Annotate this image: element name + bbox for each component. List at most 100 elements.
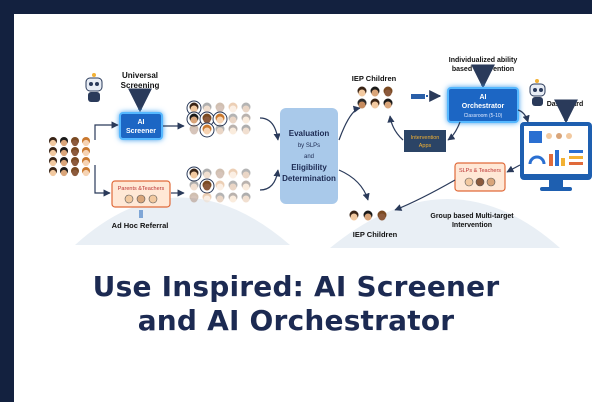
child-face-icon bbox=[383, 98, 393, 109]
child-face-icon bbox=[228, 124, 238, 135]
child-face-icon bbox=[186, 100, 202, 116]
child-face-icon bbox=[202, 168, 212, 179]
arrow-top-to-eval bbox=[259, 117, 281, 141]
child-face-icon bbox=[60, 157, 68, 167]
ai-screener-label-2: Screener bbox=[126, 128, 156, 135]
child-face-icon bbox=[370, 86, 380, 97]
child-face-icon bbox=[71, 157, 79, 167]
eligibility-label: Eligibility bbox=[291, 163, 327, 172]
arrow-apps-to-iep bbox=[387, 115, 404, 141]
intervention-apps-label-1: Intervention bbox=[411, 135, 440, 141]
child-face-icon bbox=[49, 147, 57, 157]
arrow-eval-to-iep-bottom bbox=[338, 169, 370, 201]
workflow-diagram: Universal Screening AI Screener Parents … bbox=[49, 57, 592, 248]
child-face-icon bbox=[82, 167, 90, 177]
child-face-icon bbox=[215, 102, 225, 113]
child-face-icon bbox=[377, 210, 387, 221]
child-face-icon bbox=[82, 137, 90, 147]
child-face-icon bbox=[228, 180, 238, 191]
child-face-icon bbox=[49, 167, 57, 177]
individualized-label-1: Individualized ability bbox=[449, 57, 518, 64]
screened-children-top bbox=[186, 100, 251, 138]
svg-text:Universal: Universal bbox=[122, 71, 158, 80]
headline: Use Inspired: AI Screener and AI Orchest… bbox=[0, 270, 592, 338]
robot-icon-right bbox=[529, 79, 546, 106]
referred-children-bottom bbox=[186, 166, 251, 203]
arrow-to-referral bbox=[94, 165, 111, 197]
evaluation-box: Evaluation by SLPs and Eligibility Deter… bbox=[280, 108, 338, 204]
left-curve-bg bbox=[75, 197, 290, 245]
child-face-icon bbox=[49, 157, 57, 167]
child-face-icon bbox=[241, 168, 251, 179]
ad-hoc-referral-label: Ad Hoc Referral bbox=[112, 221, 169, 230]
evaluation-and: and bbox=[304, 154, 314, 160]
iep-children-top bbox=[357, 86, 393, 109]
child-face-icon bbox=[199, 178, 215, 194]
child-face-icon bbox=[71, 137, 79, 147]
child-face-icon bbox=[241, 102, 251, 113]
ai-screener-label-1: AI bbox=[138, 119, 145, 126]
arrow-dashboard-to-slps bbox=[506, 164, 521, 173]
child-face-icon bbox=[215, 168, 225, 179]
evaluation-by: by SLPs bbox=[298, 143, 320, 149]
ai-orchestrator-label-1: AI bbox=[480, 94, 487, 101]
dashboard-label: Dashboard bbox=[547, 101, 584, 108]
child-face-icon bbox=[60, 137, 68, 147]
dashboard-monitor-icon bbox=[520, 122, 592, 191]
intervention-apps-box: Intervention Apps bbox=[404, 130, 446, 152]
arrow-to-screener bbox=[94, 121, 119, 140]
child-face-icon bbox=[349, 210, 359, 221]
slps-teachers-label: SLPs & Teachers bbox=[459, 168, 501, 174]
group-based-label-2: Intervention bbox=[452, 222, 492, 229]
children-group-left bbox=[49, 137, 90, 177]
arrow-iep-to-orchestrator bbox=[411, 90, 442, 102]
ai-orchestrator-label-2: Orchestrator bbox=[462, 103, 505, 110]
left-border bbox=[0, 0, 14, 402]
child-face-icon bbox=[71, 147, 79, 157]
child-face-icon bbox=[186, 111, 202, 127]
child-face-icon bbox=[383, 86, 393, 97]
child-face-icon bbox=[212, 111, 228, 127]
universal-screening-label-2: Screening bbox=[121, 81, 160, 90]
headline-line-2: and AI Orchestrator bbox=[137, 304, 455, 337]
child-face-icon bbox=[215, 124, 225, 135]
arrow-bottom-to-eval bbox=[259, 169, 281, 191]
child-face-icon bbox=[189, 192, 199, 203]
arrow-eval-to-iep-top bbox=[338, 105, 361, 141]
child-face-icon bbox=[363, 210, 373, 221]
child-face-icon bbox=[71, 167, 79, 177]
child-face-icon bbox=[49, 137, 57, 147]
individualized-label-2: based intervention bbox=[452, 66, 514, 73]
child-face-icon bbox=[82, 157, 90, 167]
parents-teachers-label: Parents &Teachers bbox=[118, 186, 165, 192]
iep-children-bottom bbox=[349, 210, 387, 221]
child-face-icon bbox=[228, 168, 238, 179]
orchestrator-sub-label: Classroom (5-10) bbox=[464, 113, 503, 119]
child-face-icon bbox=[60, 167, 68, 177]
child-face-icon bbox=[189, 180, 199, 191]
slps-teachers-box: SLPs & Teachers bbox=[454, 162, 506, 192]
child-face-icon bbox=[202, 192, 212, 203]
ai-orchestrator-box: AI Orchestrator Classroom (5-10) bbox=[447, 87, 519, 123]
child-face-icon bbox=[357, 98, 367, 109]
child-face-icon bbox=[228, 113, 238, 124]
child-face-icon bbox=[370, 98, 380, 109]
child-face-icon bbox=[202, 102, 212, 113]
child-face-icon bbox=[186, 166, 202, 182]
parents-teachers-box: Parents &Teachers bbox=[111, 180, 171, 208]
group-based-label-1: Group based Multi-target bbox=[430, 213, 514, 220]
iep-children-top-label: IEP Children bbox=[352, 74, 397, 83]
child-face-icon bbox=[357, 86, 367, 97]
child-face-icon bbox=[60, 147, 68, 157]
headline-line-1: Use Inspired: AI Screener bbox=[92, 270, 500, 303]
child-face-icon bbox=[241, 180, 251, 191]
child-face-icon bbox=[241, 113, 251, 124]
intervention-apps-label-2: Apps bbox=[419, 143, 432, 149]
child-face-icon bbox=[215, 192, 225, 203]
arrow-orchestrator-to-dashboard bbox=[517, 109, 530, 123]
child-face-icon bbox=[199, 122, 215, 138]
child-face-icon bbox=[228, 102, 238, 113]
child-face-icon bbox=[82, 147, 90, 157]
right-curve-bg bbox=[330, 199, 560, 248]
universal-screening-label: Universal bbox=[122, 71, 158, 80]
